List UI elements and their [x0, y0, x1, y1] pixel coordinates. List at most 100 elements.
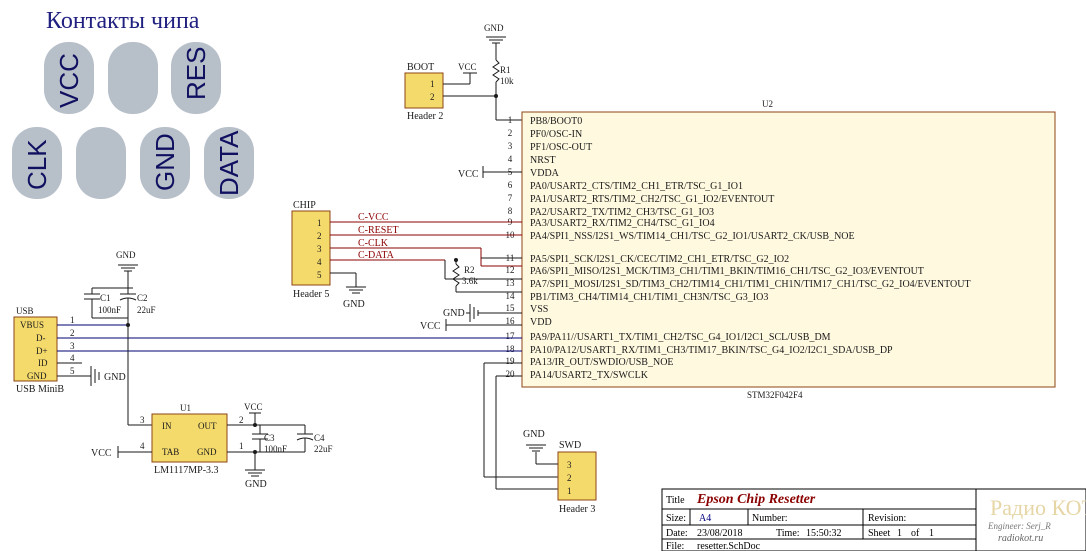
tb-sheet-label: Sheet: [868, 528, 890, 539]
u2-pin-name: VDDA: [530, 168, 560, 179]
usb-connector: [13, 316, 58, 382]
u2-ref: U2: [762, 99, 773, 109]
u2-pin-number: 2: [508, 128, 513, 138]
usb-ref: USB: [16, 306, 34, 316]
usb-pin-dminus: D-: [36, 333, 46, 343]
pad-clk: CLK: [12, 127, 62, 199]
swd-label: Header 3: [559, 504, 595, 515]
pad-gnd-label: GND: [150, 133, 180, 191]
net-c-vcc: C-VCC: [358, 212, 389, 223]
u1-vcc-tab: VCC: [91, 448, 112, 459]
pad-res: RES: [171, 42, 221, 114]
swd-pin-1: 1: [567, 486, 572, 496]
u2-pin-name: PA14/USART2_TX/SWCLK: [530, 370, 649, 381]
u2-pin-name: PB1/TIM3_CH4/TIM14_CH1/TIM1_CH3N/TSC_G3_…: [530, 292, 768, 303]
swd-pin-2: 2: [567, 473, 572, 483]
chip-header: [291, 210, 331, 286]
u2-pin-name: PA13/IR_OUT/SWDIO/USB_NOE: [530, 357, 674, 368]
r1-value: 10k: [500, 76, 514, 86]
u2-pin-name: NRST: [530, 155, 556, 166]
u1-part: LM1117MP-3.3: [154, 465, 219, 476]
u2-pin-name: PA9/PA11//USART1_TX/TIM1_CH2/TSC_G4_IO1/…: [530, 332, 831, 343]
u2-pin-number: 12: [506, 265, 515, 275]
tb-file-label: File:: [666, 541, 684, 551]
u2-pin-number: 3: [508, 141, 513, 151]
r2-value: 3.6k: [462, 276, 478, 286]
u2-vcc-vdd: VCC: [420, 321, 441, 332]
tb-size: A4: [699, 513, 711, 524]
tb-title: Epson Chip Resetter: [696, 492, 816, 507]
u2-pin-name: PA7/SPI1_MOSI/I2S1_SD/TIM3_CH2/TIM14_CH1…: [530, 279, 971, 290]
tb-sheet: 1: [897, 528, 902, 539]
pad-data: DATA: [204, 127, 254, 199]
chip-gnd: GND: [343, 299, 365, 310]
c2-ref: C2: [137, 293, 148, 303]
chip-ref: CHIP: [293, 200, 316, 211]
u2-pin-number: 16: [506, 316, 516, 326]
net-c-data: C-DATA: [358, 250, 395, 261]
u2-pin-name: PA6/SPI1_MISO/I2S1_MCK/TIM3_CH1/TIM1_BKI…: [530, 266, 924, 277]
u2-body: [521, 111, 1056, 388]
u2-pin-name: PA5/SPI1_SCK/I2S1_CK/CEC/TIM2_CH1_ETR/TS…: [530, 254, 789, 265]
r1-ref: R1: [500, 65, 511, 75]
title-block: [661, 488, 1086, 551]
u2-pin-number: 7: [508, 193, 513, 203]
u2-pin-number: 20: [506, 369, 516, 379]
u2-pin-number: 13: [506, 278, 516, 288]
u1-vcc-out: VCC: [244, 402, 263, 412]
tb-of: 1: [929, 528, 934, 539]
boot-pin-2: 2: [430, 92, 435, 102]
u2-pin-name: PA4/SPI1_NSS/I2S1_WS/TIM14_CH1/TSC_G2_IO…: [530, 231, 855, 242]
u1-pin-2: 2: [239, 415, 244, 425]
chip-pin-5: 5: [317, 270, 322, 280]
u1-out: OUT: [198, 421, 217, 431]
u2-pin-number: 17: [506, 331, 516, 341]
caps-top-gnd: GND: [116, 250, 136, 260]
c4-value: 22uF: [314, 444, 333, 454]
u1-body: [151, 413, 228, 463]
tb-time: 15:50:32: [806, 528, 842, 539]
c3-value: 100nF: [264, 444, 287, 454]
chip-pin-1: 1: [317, 218, 322, 228]
u1-gnd-pin: GND: [197, 447, 217, 457]
swd-pin-3: 3: [567, 460, 572, 470]
pad-gnd: GND: [140, 127, 190, 199]
tb-time-label: Time:: [776, 528, 800, 539]
boot-ref: BOOT: [407, 62, 434, 73]
r2-resistor: [452, 263, 460, 287]
u1-ref: U1: [180, 403, 191, 413]
pad-data-label: DATA: [214, 130, 244, 196]
u2-pin-name: PF0/OSC-IN: [530, 129, 582, 140]
chip-pin-3: 3: [317, 244, 322, 254]
u2-pin-number: 1: [508, 115, 513, 125]
u2-pin-name: PA1/USART2_RTS/TIM2_CH2/TSC_G1_IO2/EVENT…: [530, 194, 774, 205]
swd-ref: SWD: [559, 440, 581, 451]
u1-pin-3: 3: [140, 415, 145, 425]
tb-date: 23/08/2018: [697, 528, 743, 539]
usb-gnd: GND: [104, 372, 126, 383]
u2-pin-name: PA3/USART2_RX/TIM2_CH4/TSC_G1_IO4: [530, 218, 715, 229]
u2-pin-number: 18: [506, 344, 516, 354]
pad-clk-label: CLK: [22, 139, 52, 190]
usb-pin-gnd: GND: [27, 371, 47, 381]
tb-of-label: of: [911, 528, 920, 539]
swd-gnd: GND: [523, 429, 545, 440]
net-c-reset: C-RESET: [358, 225, 399, 236]
u2-pin-number: 19: [506, 356, 516, 366]
pad-res-label: RES: [181, 47, 211, 100]
watermark: radiokot.ru: [998, 533, 1043, 544]
usb-num-3: 3: [70, 341, 75, 351]
tb-title-label: Title: [666, 495, 685, 506]
tb-revision-label: Revision:: [868, 513, 906, 524]
tb-engineer: Engineer: Serj_R: [987, 521, 1051, 531]
pads-title: Контакты чипа: [46, 8, 200, 34]
c3-ref: C3: [264, 433, 275, 443]
u1-gnd: GND: [245, 479, 267, 490]
u2-pin-name: PA2/USART2_TX/TIM2_CH3/TSC_G1_IO3: [530, 207, 714, 218]
u2-pin-name: PA10/PA12/USART1_RX/TIM1_CH3/TIM17_BKIN/…: [530, 345, 893, 356]
usb-num-5: 5: [70, 366, 75, 376]
chip-pin-4: 4: [317, 257, 322, 267]
r2-ref: R2: [464, 265, 475, 275]
logo: Радио КОТ: [990, 495, 1086, 520]
